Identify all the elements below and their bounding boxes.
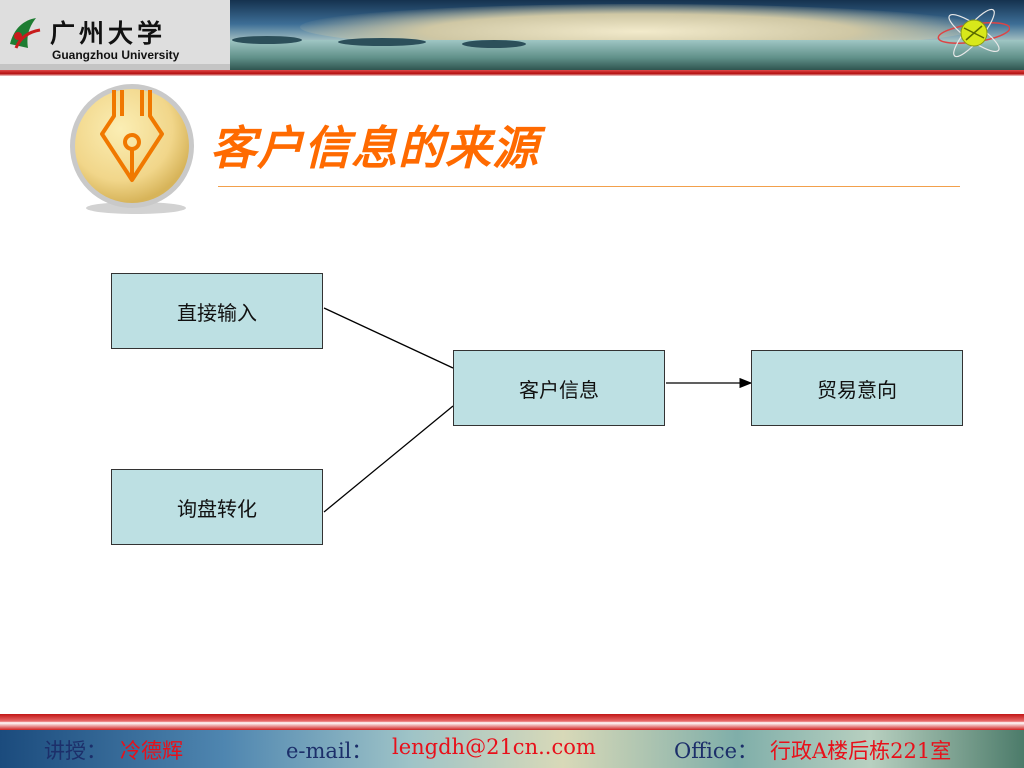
footer-lecturer-name: 冷德辉 xyxy=(120,739,183,763)
node-trade-intent: 贸易意向 xyxy=(751,350,963,426)
footer-email-value: lengdh@21cn..com xyxy=(392,735,596,759)
node-direct-input-label: 直接输入 xyxy=(177,300,257,325)
footer-office-label: Office： xyxy=(674,739,759,763)
footer-lecturer-label: 讲授： xyxy=(44,739,107,763)
university-logo: 广州大学 Guangzhou University xyxy=(0,0,230,70)
footer-bar: 讲授： 冷德辉 e-mail： lengdh@21cn..com Office：… xyxy=(0,730,1024,768)
footer-red-rule xyxy=(0,714,1024,730)
banner-island xyxy=(232,36,302,44)
node-customer-info: 客户信息 xyxy=(453,350,665,426)
atom-icon xyxy=(937,8,1010,58)
node-trade-intent-label: 贸易意向 xyxy=(817,377,897,402)
university-emblem-icon xyxy=(10,18,41,49)
footer-email-label: e-mail： xyxy=(286,739,373,763)
university-name-en: Guangzhou University xyxy=(52,48,180,62)
banner-island xyxy=(462,40,526,48)
node-inquiry-conversion: 询盘转化 xyxy=(111,469,323,545)
page-title: 客户信息的来源 xyxy=(210,121,539,175)
footer-office-value: 行政A楼后栋221室 xyxy=(770,739,952,763)
title-underline xyxy=(218,186,960,187)
header-banner: 广州大学 Guangzhou University xyxy=(0,0,1024,70)
university-name-cn: 广州大学 xyxy=(50,19,167,48)
header-red-rule xyxy=(0,70,1024,76)
node-direct-input: 直接输入 xyxy=(111,273,323,349)
fountain-pen-icon xyxy=(70,84,194,214)
banner-island xyxy=(338,38,426,46)
connector-direct-to-client xyxy=(323,307,454,369)
node-inquiry-conversion-label: 询盘转化 xyxy=(177,496,257,521)
node-customer-info-label: 客户信息 xyxy=(519,377,599,402)
connector-inquiry-to-client xyxy=(323,405,454,513)
